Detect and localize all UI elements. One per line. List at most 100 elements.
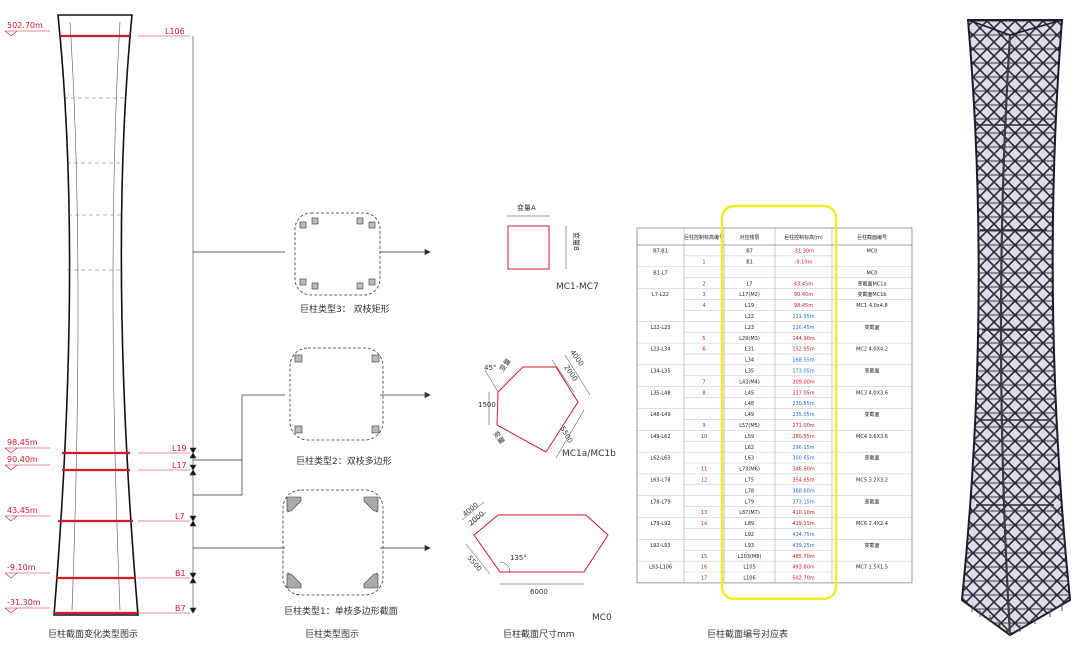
table-elev-cell: 296.15m [792,445,814,451]
table-num-cell: 8 [702,390,705,396]
table-floor-cell: L73(M6) [739,467,760,473]
table-elev-cell: 502.70m [792,576,814,582]
table-section-cell: MC3 4.0X3.6 [856,390,888,396]
table-section-cell: MC6 2.4X2.4 [856,521,888,527]
table-floor-cell: L87(M7) [739,510,760,516]
table-elev-cell: 300.65m [792,456,814,462]
table-floor-cell: L35 [745,369,754,375]
table-num-cell: 13 [701,510,707,516]
column-types: 巨柱类型3： 双枝矩形 巨柱类型2：双枝多边形 巨柱类型1：单枝多边形截面 巨柱… [282,212,398,640]
table-range-cell: L93-L106 [649,565,672,571]
table-elev-cell: 116.45m [792,325,814,331]
table-floor-cell: L63 [745,456,754,462]
table-floor-cell: L59 [745,434,754,440]
table-num-cell: 9 [702,423,705,429]
elev-minus9: -9.10m [7,563,36,572]
table-floor-cell: L45 [745,390,754,396]
poly-section: 45° 4000 2000 1500 5500 变量 变量 MC1a/MC1b [478,349,616,459]
type2-shape: 巨柱类型2：双枝多边形 [289,347,392,467]
table-floor-cell: L34 [745,358,754,364]
table-range-cell: L35-L48 [650,390,670,396]
poly-name: MC1a/MC1b [562,449,616,459]
rect-section: 变量A 变量B MC1-MC7 [507,203,599,292]
table-num-cell: 3 [702,292,705,298]
table-elev-cell: -31.30m [793,249,814,255]
table-num-cell: 7 [702,379,705,385]
poly-d3: 1500 [478,401,496,409]
poly-d2: 2000 [562,364,579,383]
table-range-cell: L92-L93 [650,543,670,549]
table-header-3: 巨柱截面编号 [857,234,887,241]
table-elev-cell: 271.00m [792,423,814,429]
table-num-cell: 14 [701,521,707,527]
table-elev-cell: 152.95m [792,347,814,353]
table-elev-cell: 43.45m [794,281,813,287]
table-floor-cell: L19 [745,303,754,309]
type3-label: 巨柱类型3： 双枝矩形 [300,303,390,315]
table-section-cell: MC1 4.0x4.8 [856,303,887,309]
table-elev-cell: 173.05m [792,369,814,375]
table-range-cell: L62-L63 [650,456,670,462]
elevation-labels-left: 502.70m 98.45m 90.40m 43.45m -9.10m -31.… [4,21,50,614]
table-section-cell: MC4 3.6X3.6 [856,434,888,440]
poly-d4: 5500 [558,425,574,444]
table-range-cell: L63-L78 [650,478,670,484]
table-section-cell: 变截面MC1a [857,280,886,287]
rect-name: MC1-MC7 [556,282,599,292]
table-range-cell: L79-L92 [650,521,670,527]
table-num-cell: 2 [702,281,705,287]
var-a-label: 变量A [517,203,536,212]
table-caption: 巨柱截面编号对应表 [707,628,788,640]
connector-lines [193,248,431,552]
types-caption: 巨柱类型图示 [305,628,359,640]
table-floor-cell: L105 [743,565,755,571]
level-L19: L19 [172,444,187,453]
table-floor-cell: L93 [745,543,754,549]
table-elev-cell: 230.55m [792,401,814,407]
table-floor-cell: L92 [745,532,754,538]
table-section-cell: 变截面 [864,411,879,418]
table-floor-cell: L31 [745,347,754,353]
table-elev-cell: 419.15m [792,521,814,527]
poly-angle: 45° [484,364,496,372]
table-section-cell: MC2 4.0X4.2 [856,347,888,353]
table-floor-cell: L48 [745,401,754,407]
table-range-cell: L7-L22 [652,292,669,298]
table-floor-cell: B1 [746,260,753,266]
type3-shape: 巨柱类型3： 双枝矩形 [294,212,390,315]
table-floor-cell: L79 [745,499,754,505]
table-section-cell: 变截面 [864,455,879,462]
type1-shape: 巨柱类型1：单枝多边形截面 [282,489,398,617]
table-floor-cell: L89 [745,521,754,527]
highlight-box [720,204,838,601]
tower-caption: 巨柱截面变化类型图示 [48,628,138,640]
table-elev-cell: 90.40m [794,292,813,298]
table-num-cell: 5 [702,336,705,342]
table-elev-cell: 98.45m [794,303,813,309]
table-range-cell: B7-B1 [653,249,668,255]
table-num-cell: 12 [701,478,707,484]
table-floor-cell: L103(M8) [738,554,762,560]
table-elev-cell: -9.10m [795,260,813,266]
table-header-0: 巨柱控制标高编号 [684,234,724,241]
table-elev-cell: 217.05m [792,390,814,396]
table-section-cell: MC5 3.2X3.2 [856,478,888,484]
table-elev-cell: 434.75m [792,532,814,538]
table-section-cell: 变截面 [864,542,879,549]
poly-var2: 变量 [491,429,506,446]
table-floor-cell: B7 [746,249,753,255]
hex-name: MC0 [592,613,612,623]
table-range-cell: B1-L7 [653,270,667,276]
table-section-cell: 变截面 [864,498,879,505]
elev-90: 90.40m [7,455,38,464]
table-elev-cell: 235.05m [792,412,814,418]
table-floor-cell: L7 [747,281,753,287]
table-floor-cell: L49 [745,412,754,418]
elev-minus31: -31.30m [7,598,41,607]
table-elev-cell: 354.65m [792,478,814,484]
table-elev-cell: 368.60m [792,488,814,494]
table-floor-cell: L43(M4) [739,379,760,385]
table-elev-cell: 410.10m [792,510,814,516]
type1-label: 巨柱类型1：单枝多边形截面 [284,605,398,617]
table-floor-cell: L22 [745,314,754,320]
